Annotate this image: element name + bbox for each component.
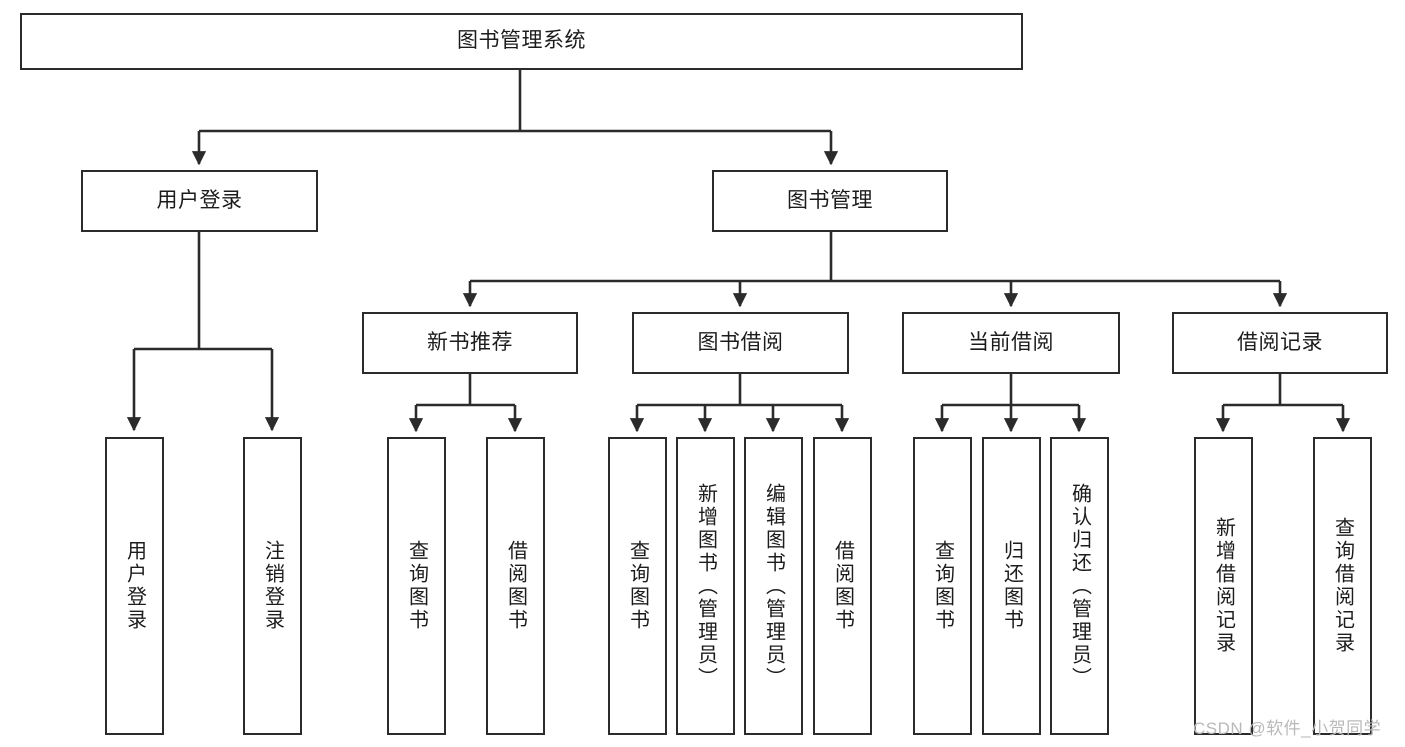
node-leaf-query-book-1[interactable]: 查询图书 [387, 437, 446, 735]
node-root-label: 图书管理系统 [457, 29, 586, 53]
node-leaf-borrow-book-1[interactable]: 借阅图书 [486, 437, 545, 735]
node-leaf-query-record[interactable]: 查询借阅记录 [1313, 437, 1372, 735]
node-borrow-record-label: 借阅记录 [1237, 330, 1323, 354]
node-leaf-borrow-book-2-label: 借阅图书 [831, 540, 854, 632]
node-current-borrow-label: 当前借阅 [968, 330, 1054, 354]
node-leaf-add-record[interactable]: 新增借阅记录 [1194, 437, 1253, 735]
node-leaf-query-book-1-label: 查询图书 [405, 540, 428, 632]
node-leaf-query-book-2-label: 查询图书 [626, 540, 649, 632]
node-leaf-edit-book[interactable]: 编辑图书（管理员） [744, 437, 803, 735]
node-user-login[interactable]: 用户登录 [81, 170, 318, 232]
node-leaf-confirm-return-label: 确认归还（管理员） [1068, 482, 1091, 690]
watermark-text: CSDN @软件_小贺同学 [1193, 719, 1382, 738]
node-user-login-label: 用户登录 [156, 188, 243, 212]
node-book-manage-label: 图书管理 [787, 188, 873, 212]
node-new-book-recommend[interactable]: 新书推荐 [362, 312, 578, 374]
node-new-book-recommend-label: 新书推荐 [427, 330, 513, 354]
node-leaf-user-login-label: 用户登录 [123, 540, 146, 632]
node-leaf-add-book-label: 新增图书（管理员） [694, 482, 717, 690]
node-leaf-user-login[interactable]: 用户登录 [105, 437, 164, 735]
node-leaf-return-book-label: 归还图书 [1000, 540, 1023, 632]
node-leaf-user-logout[interactable]: 注销登录 [243, 437, 302, 735]
node-book-borrow-label: 图书借阅 [697, 330, 784, 354]
node-leaf-query-book-3-label: 查询图书 [931, 540, 954, 632]
node-leaf-add-record-label: 新增借阅记录 [1212, 517, 1235, 655]
node-current-borrow[interactable]: 当前借阅 [902, 312, 1120, 374]
node-leaf-query-book-3[interactable]: 查询图书 [913, 437, 972, 735]
node-leaf-borrow-book-1-label: 借阅图书 [504, 540, 527, 632]
node-leaf-user-logout-label: 注销登录 [261, 540, 284, 632]
node-leaf-confirm-return[interactable]: 确认归还（管理员） [1050, 437, 1109, 735]
node-leaf-return-book[interactable]: 归还图书 [982, 437, 1041, 735]
node-borrow-record[interactable]: 借阅记录 [1172, 312, 1388, 374]
node-book-manage[interactable]: 图书管理 [712, 170, 948, 232]
node-root[interactable]: 图书管理系统 [20, 13, 1023, 70]
node-book-borrow[interactable]: 图书借阅 [632, 312, 849, 374]
node-leaf-borrow-book-2[interactable]: 借阅图书 [813, 437, 872, 735]
node-leaf-edit-book-label: 编辑图书（管理员） [762, 482, 785, 690]
node-leaf-query-book-2[interactable]: 查询图书 [608, 437, 667, 735]
node-leaf-query-record-label: 查询借阅记录 [1331, 517, 1354, 655]
node-leaf-add-book[interactable]: 新增图书（管理员） [676, 437, 735, 735]
